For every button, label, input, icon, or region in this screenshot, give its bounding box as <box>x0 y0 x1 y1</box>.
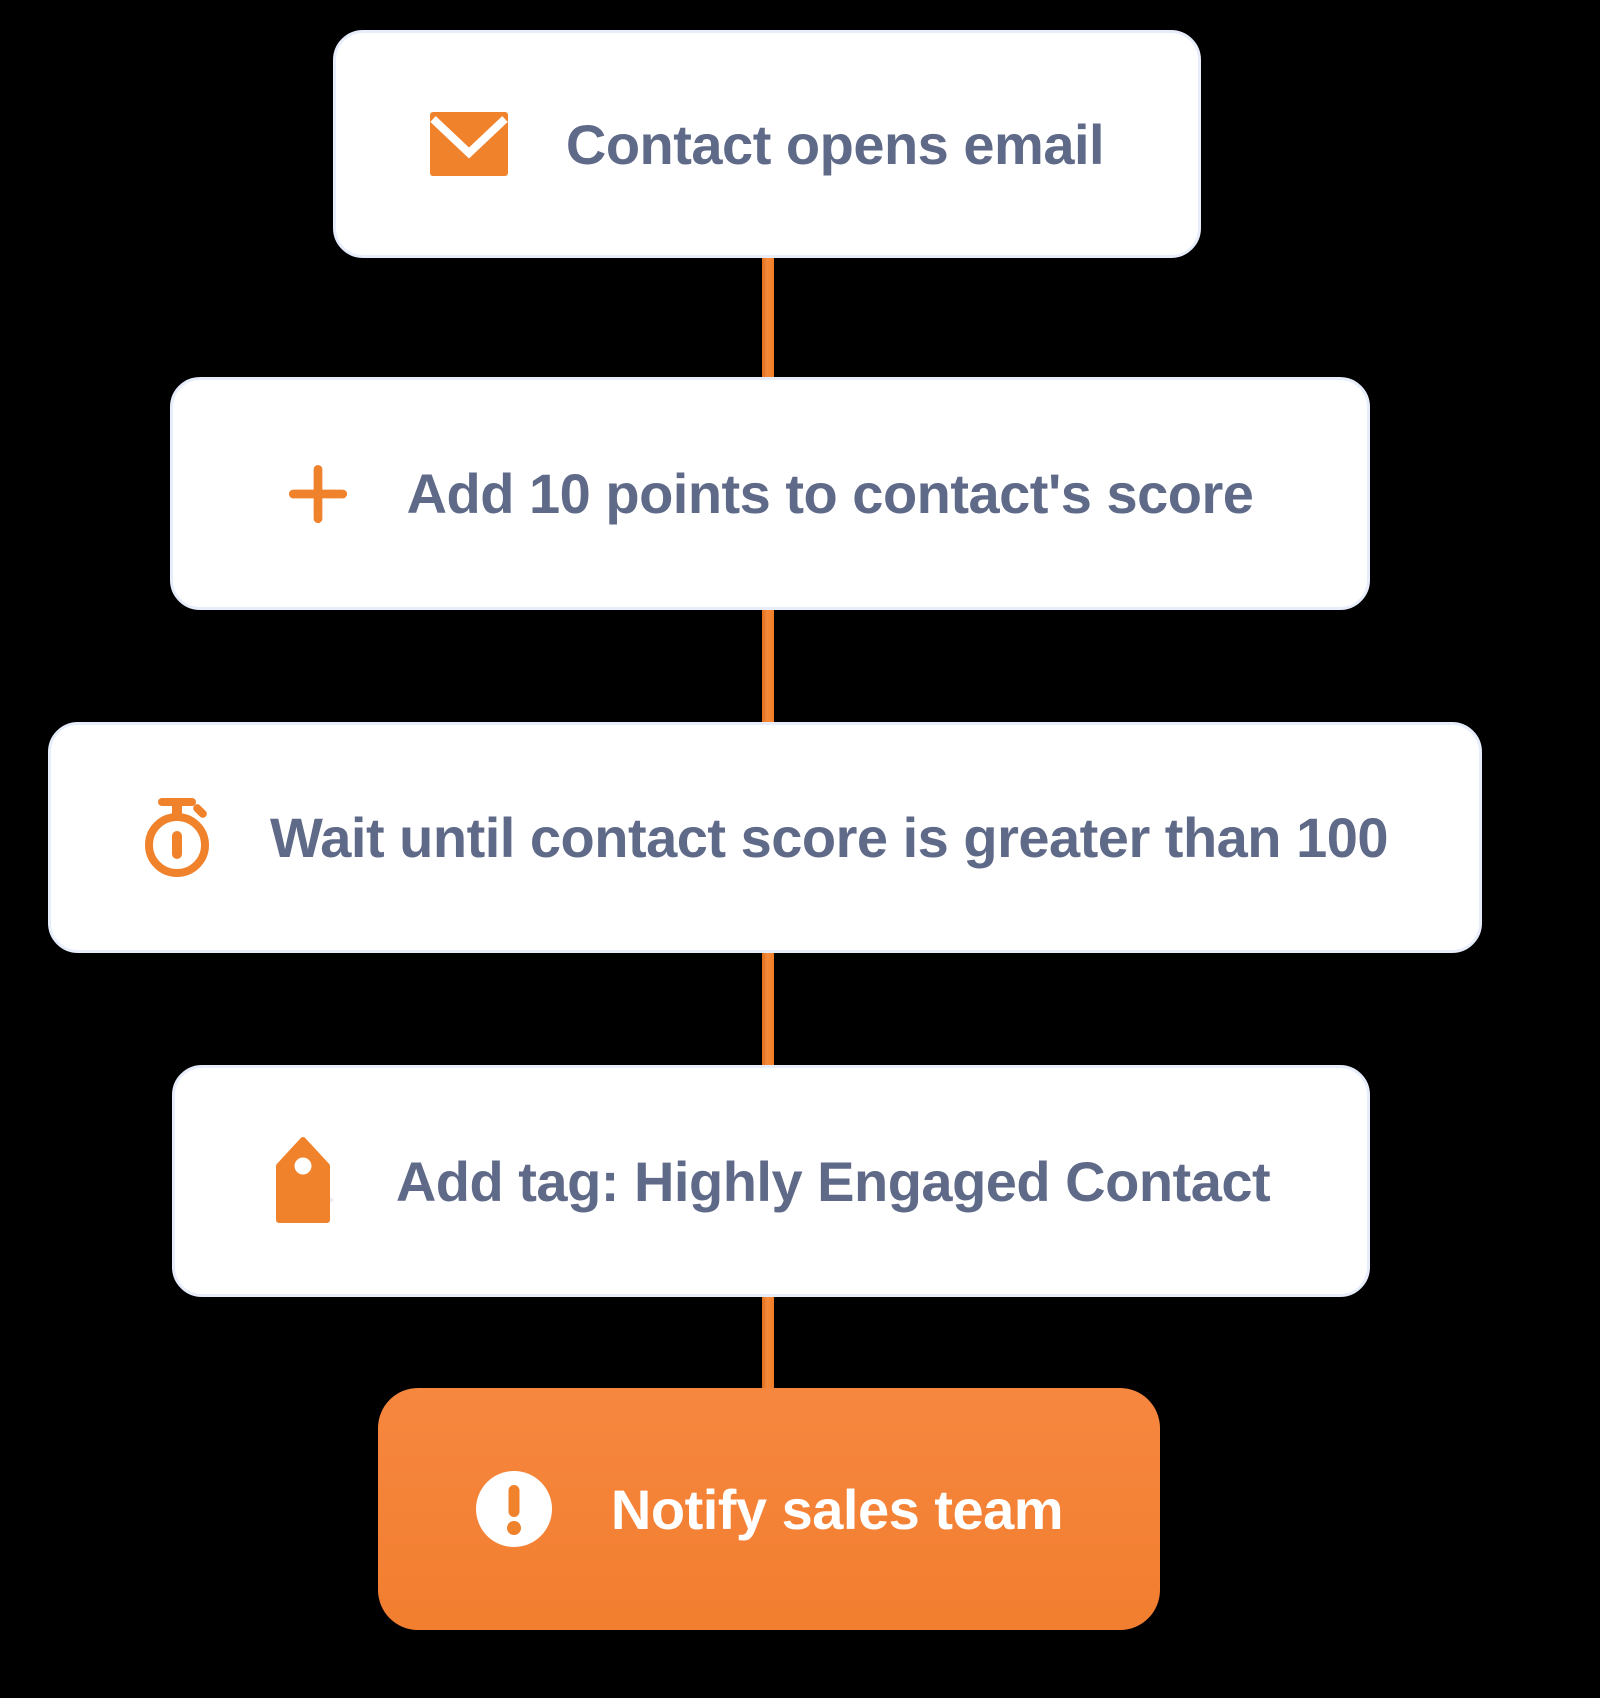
connector-line <box>762 245 774 390</box>
node-contact-opens-email[interactable]: Contact opens email <box>310 19 1224 303</box>
connector-line <box>762 1287 774 1400</box>
email-icon <box>429 112 508 176</box>
node-label: Add 10 points to contact's score <box>406 462 1254 525</box>
connector-line <box>762 600 774 735</box>
node-label: Add tag: Highly Engaged Contact <box>395 1149 1271 1213</box>
node-label: Notify sales team <box>610 1477 1064 1541</box>
node-wait-until-score[interactable]: Wait until contact score is greater than… <box>25 711 1505 998</box>
alert-icon <box>475 1470 553 1548</box>
node-label: Wait until contact score is greater than… <box>269 806 1389 869</box>
node-add-points[interactable]: Add 10 points to contact's score <box>147 366 1393 655</box>
node-add-tag[interactable]: Add tag: Highly Engaged Contact <box>149 1054 1393 1342</box>
tag-icon <box>272 1135 338 1227</box>
stopwatch-icon <box>142 797 212 878</box>
node-notify-sales-team[interactable]: Notify sales team <box>352 1374 1186 1682</box>
connector-line <box>762 942 774 1078</box>
plus-icon <box>287 463 349 525</box>
node-label: Contact opens email <box>565 112 1105 176</box>
